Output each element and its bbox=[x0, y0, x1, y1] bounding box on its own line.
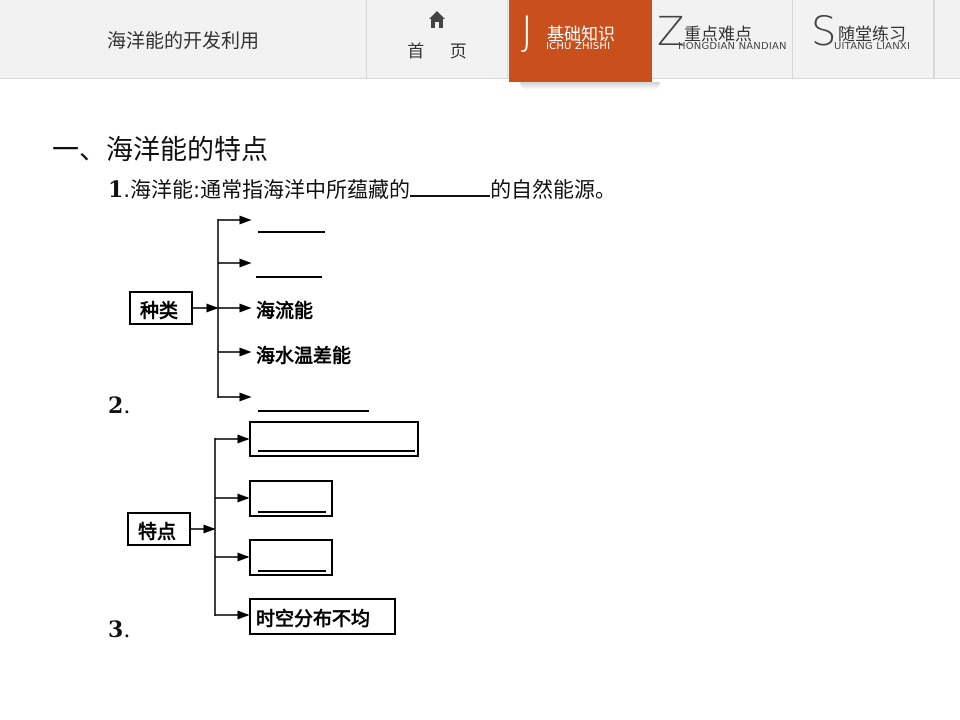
feature-label-uneven: 时空分布不均 bbox=[256, 608, 371, 630]
fill-blank[interactable] bbox=[410, 177, 491, 197]
lesson-title: 海洋能的开发利用 bbox=[0, 0, 367, 78]
section-heading: 一、海洋能的特点 bbox=[52, 135, 268, 166]
features-root-label: 特点 bbox=[138, 521, 177, 543]
tab-letter: S bbox=[811, 9, 837, 55]
features-root-box bbox=[127, 512, 191, 546]
tab-letter: Z bbox=[657, 9, 685, 55]
feature-box bbox=[249, 598, 396, 635]
tab-jichu-zhishi[interactable]: J 基础知识 ICHU ZHISHI bbox=[509, 0, 652, 82]
home-icon bbox=[429, 11, 445, 28]
top-nav-bar: 海洋能的开发利用 首 页 J 基础知识 ICHU ZHISHI Z 重点难点 H… bbox=[0, 0, 960, 82]
active-tab-shadow bbox=[520, 82, 660, 90]
item-number: 3 bbox=[108, 617, 124, 643]
tab-label: 基础知识 bbox=[547, 25, 615, 45]
feature-box bbox=[249, 480, 333, 517]
tab-subtitle: HONGDIAN NANDIAN bbox=[678, 41, 787, 52]
item-2: 2. bbox=[108, 393, 130, 419]
item-dot: . bbox=[123, 394, 131, 419]
nav-end-cell bbox=[934, 0, 960, 78]
item-1: 1.海洋能:通常指海洋中所蕴藏的 的自然能源。 bbox=[108, 174, 616, 204]
types-root-box bbox=[129, 291, 193, 325]
tab-suitang-lianxi[interactable]: S 随堂练习 UITANG LIANXI bbox=[793, 0, 934, 78]
tab-label: 随堂练习 bbox=[838, 25, 906, 45]
branch-label-temperature: 海水温差能 bbox=[256, 345, 352, 367]
item-number: 2 bbox=[108, 393, 124, 419]
types-root-label: 种类 bbox=[140, 300, 179, 322]
item-text: .海洋能:通常指海洋中所蕴藏的 bbox=[123, 178, 411, 202]
item-text-end: 的自然能源。 bbox=[490, 178, 617, 202]
tab-letter: J bbox=[521, 9, 533, 55]
tab-label: 重点难点 bbox=[684, 25, 752, 45]
feature-box bbox=[249, 539, 333, 576]
home-button[interactable]: 首 页 bbox=[367, 0, 508, 78]
item-3: 3. bbox=[108, 617, 130, 643]
branch-label-ocean-current: 海流能 bbox=[256, 300, 314, 322]
home-label: 首 页 bbox=[407, 42, 477, 62]
tab-subtitle: ICHU ZHISHI bbox=[546, 41, 611, 52]
tab-zhongdian-nandian[interactable]: Z 重点难点 HONGDIAN NANDIAN bbox=[652, 0, 793, 78]
feature-box bbox=[249, 421, 419, 457]
tab-subtitle: UITANG LIANXI bbox=[834, 41, 911, 52]
item-dot: . bbox=[123, 618, 131, 643]
item-number: 1 bbox=[108, 177, 124, 203]
